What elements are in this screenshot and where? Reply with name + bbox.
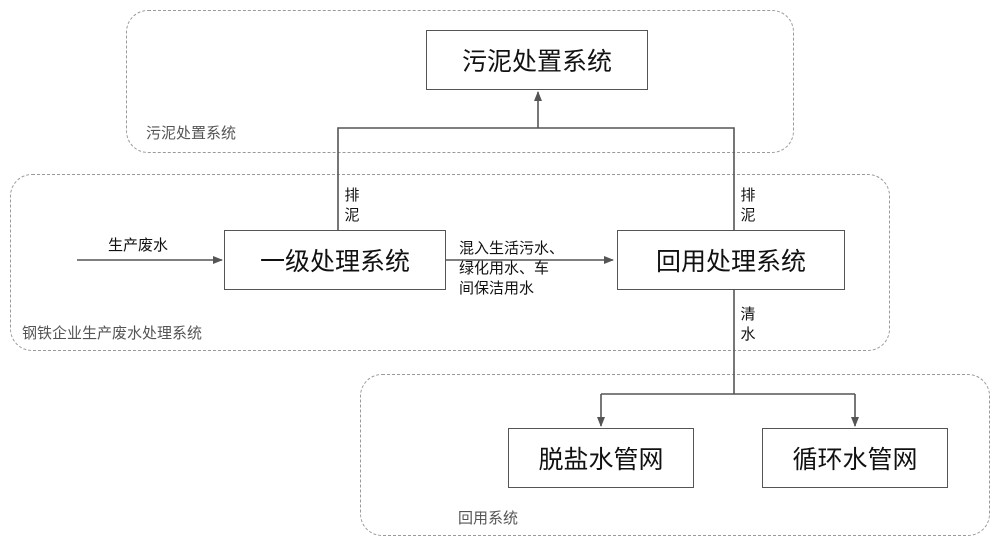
group-label-reuse: 回用系统 (458, 509, 519, 527)
group-sludge-frame (126, 10, 794, 153)
clean-water-char-2: 水 (740, 325, 756, 343)
sludge-left-char-2: 泥 (344, 206, 360, 224)
node-desalinated-network: 脱盐水管网 (508, 428, 694, 488)
input-label: 生产废水 (108, 236, 169, 254)
group-reuse-frame (360, 374, 990, 536)
mix-label-line-3: 间保洁用水 (459, 279, 535, 297)
sludge-right-char-2: 泥 (740, 206, 756, 224)
sludge-left-label: 排 泥 (343, 185, 361, 225)
group-label-wastewater: 钢铁企业生产废水处理系统 (22, 324, 203, 342)
node-reuse-treatment: 回用处理系统 (617, 230, 845, 290)
mix-label-line-1: 混入生活污水、 (459, 239, 565, 257)
clean-water-label: 清 水 (739, 304, 757, 344)
group-label-sludge: 污泥处置系统 (146, 124, 237, 142)
mix-label-line-2: 绿化用水、车 (459, 259, 550, 277)
mix-label: 混入生活污水、 绿化用水、车 间保洁用水 (459, 238, 564, 298)
node-sludge-disposal: 污泥处置系统 (426, 30, 648, 90)
node-circulating-network: 循环水管网 (762, 428, 948, 488)
clean-water-char-1: 清 (740, 305, 756, 323)
group-wastewater-frame (10, 174, 890, 351)
sludge-left-char-1: 排 (344, 186, 360, 204)
sludge-collection-line (337, 127, 735, 230)
sludge-right-char-1: 排 (740, 186, 756, 204)
node-primary-treatment: 一级处理系统 (224, 230, 446, 290)
sludge-right-label: 排 泥 (739, 185, 757, 225)
